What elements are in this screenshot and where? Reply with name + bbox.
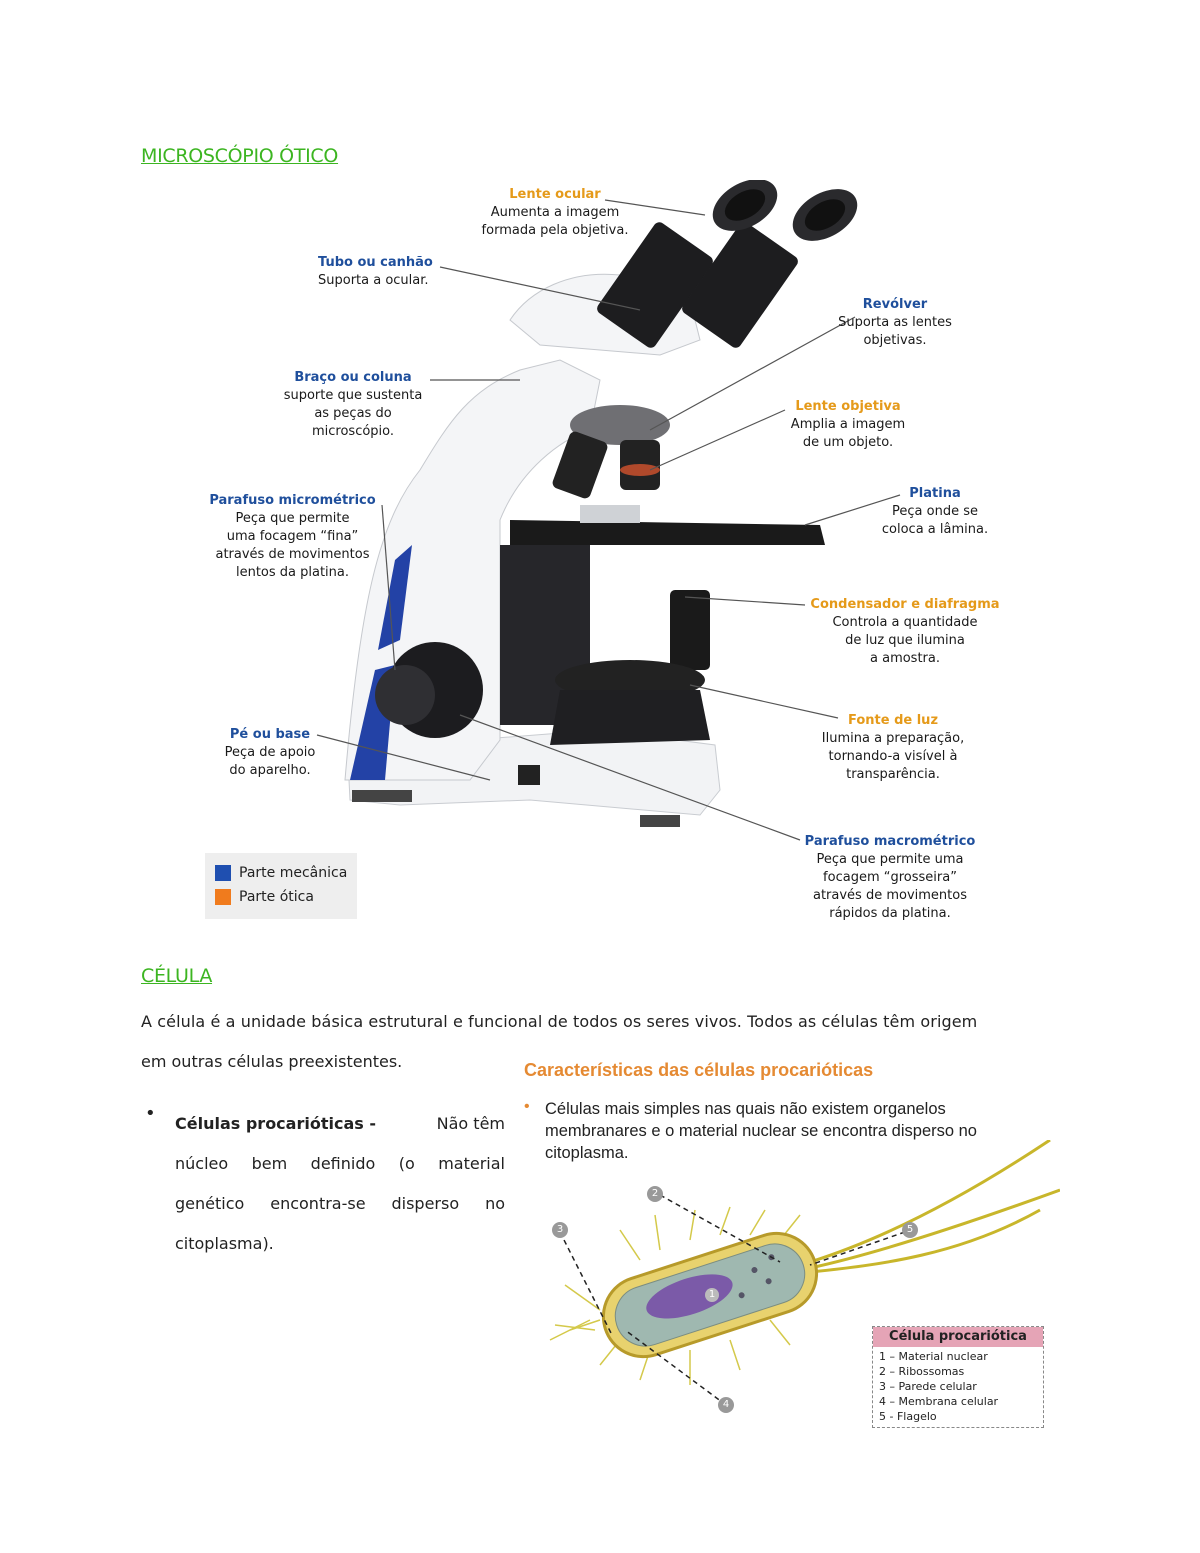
bullet-title: Células procariótica — [175, 1114, 355, 1133]
label-line: Peça de apoio — [224, 745, 316, 760]
label-braco: Braço ou coluna suporte que sustenta as … — [278, 369, 428, 441]
marker-2: 2 — [651, 1188, 659, 1199]
bullet-title-suffix: s — [354, 1114, 364, 1133]
microscope-illustration — [316, 180, 901, 841]
label-title: Revólver — [862, 297, 928, 312]
prokaryotic-cell-illustration — [549, 1140, 1060, 1413]
label-line: Peça que permite — [235, 511, 350, 526]
bullet-line: Não têm — [436, 1114, 505, 1133]
figure-bullet-dot: • — [524, 1098, 530, 1115]
cell-legend-item: 4 – Membrana celular — [879, 1395, 999, 1408]
label-line: de luz que ilumina — [845, 633, 965, 648]
cell-legend-item: 1 – Material nuclear — [879, 1350, 988, 1363]
label-fonte-luz: Fonte de luz Ilumina a preparação, torna… — [808, 712, 978, 784]
marker-4: 4 — [722, 1399, 730, 1410]
label-title: Lente ocular — [509, 187, 601, 202]
bullet-dot: • — [145, 1103, 156, 1124]
label-line: objetivas. — [863, 333, 927, 348]
legend-item-otica: Parte ótica — [215, 885, 357, 909]
bullet-dash: - — [363, 1114, 376, 1133]
label-title: Tubo ou canhão — [318, 255, 433, 270]
cell-legend: Célula procariótica 1 – Material nuclear… — [872, 1326, 1044, 1428]
heading-cell: CÉLULA — [141, 965, 213, 987]
cell-legend-item: 2 – Ribossomas — [879, 1365, 965, 1378]
cell-legend-item: 5 - Flagelo — [879, 1410, 937, 1423]
label-line: através de movimentos — [812, 888, 967, 903]
label-line: Ilumina a preparação, — [821, 731, 965, 746]
label-tubo: Tubo ou canhão Suporta a ocular. — [318, 254, 458, 290]
label-line: Controla a quantidade — [832, 615, 978, 630]
intro-line-1: A célula é a unidade básica estrutural e… — [141, 1012, 978, 1031]
label-title: Fonte de luz — [847, 713, 939, 728]
legend-swatch-blue — [215, 865, 231, 881]
label-title: Platina — [909, 486, 961, 501]
label-title: Parafuso macrométrico — [804, 834, 976, 849]
figure-desc-line: Células mais simples nas quais não exist… — [545, 1100, 946, 1118]
label-line: Suporta as lentes — [838, 315, 952, 330]
label-line: através de movimentos — [215, 547, 370, 562]
label-line: transparência. — [846, 767, 940, 782]
label-line: Aumenta a imagem — [490, 205, 620, 220]
legend-label: Parte mecânica — [239, 865, 348, 881]
label-title: Condensador e diafragma — [810, 597, 1000, 612]
heading-microscope: MICROSCÓPIO ÓTICO — [141, 145, 339, 167]
legend-item-mecanica: Parte mecânica — [215, 861, 357, 885]
label-line: rápidos da platina. — [829, 906, 951, 921]
label-line: as peças do — [314, 406, 392, 421]
label-macrometrico: Parafuso macrométrico Peça que permite u… — [795, 833, 985, 923]
label-condensador: Condensador e diafragma Controla a quant… — [805, 596, 1005, 668]
label-line: de um objeto. — [802, 435, 894, 450]
figure-desc-line: membranares e o material nuclear se enco… — [545, 1122, 977, 1140]
marker-1: 1 — [708, 1289, 716, 1300]
label-line: uma focagem “fina” — [226, 529, 359, 544]
label-line: microscópio. — [311, 424, 395, 439]
label-line: a amostra. — [870, 651, 940, 666]
label-line: suporte que sustenta — [283, 388, 423, 403]
figure-title: Características das células procariótica… — [524, 1060, 874, 1080]
label-title: Parafuso micrométrico — [209, 493, 376, 508]
label-title: Braço ou coluna — [294, 370, 412, 385]
cell-legend-item: 3 – Parede celular — [879, 1380, 977, 1393]
label-title: Pé ou base — [229, 727, 311, 742]
label-line: Peça que permite uma — [816, 852, 964, 867]
label-line: do aparelho. — [229, 763, 311, 778]
label-line: Suporta a ocular. — [318, 273, 429, 288]
label-lente-objetiva: Lente objetiva Amplia a imagem de um obj… — [778, 398, 918, 452]
bullet-line: núcleo bem definido (o material — [175, 1154, 505, 1173]
legend-swatch-orange — [215, 889, 231, 905]
label-line: Peça onde se — [892, 504, 978, 519]
label-line: tornando-a visível à — [828, 749, 958, 764]
legend-label: Parte ótica — [239, 889, 314, 905]
label-line: Amplia a imagem — [790, 417, 906, 432]
bullet-line: genético encontra-se disperso no — [175, 1194, 505, 1213]
cell-legend-title: Célula procariótica — [873, 1327, 1043, 1347]
label-platina: Platina Peça onde se coloca a lâmina. — [865, 485, 1005, 539]
label-line: coloca a lâmina. — [881, 522, 989, 537]
label-line: lentos da platina. — [235, 565, 350, 580]
bullet-line: citoplasma). — [175, 1234, 274, 1253]
label-lente-ocular: Lente ocular Aumenta a imagem formada pe… — [470, 186, 640, 240]
label-line: formada pela objetiva. — [481, 223, 629, 238]
figure-description: Células mais simples nas quais não exist… — [545, 1098, 977, 1164]
marker-3: 3 — [556, 1224, 564, 1235]
part-legend: Parte mecânica Parte ótica — [205, 853, 357, 919]
bullet-procarioticas: Células procarióticas - Não têm núcleo b… — [175, 1104, 505, 1264]
marker-5: 5 — [906, 1224, 914, 1235]
intro-line-2: em outras células preexistentes. — [141, 1052, 403, 1071]
figure-desc-line: citoplasma. — [545, 1144, 629, 1162]
label-title: Lente objetiva — [795, 399, 901, 414]
label-revolver: Revólver Suporta as lentes objetivas. — [830, 296, 960, 350]
label-line: focagem “grosseira” — [823, 870, 957, 885]
label-pe-base: Pé ou base Peça de apoio do aparelho. — [215, 726, 325, 780]
label-micrometrico: Parafuso micrométrico Peça que permite u… — [200, 492, 385, 582]
